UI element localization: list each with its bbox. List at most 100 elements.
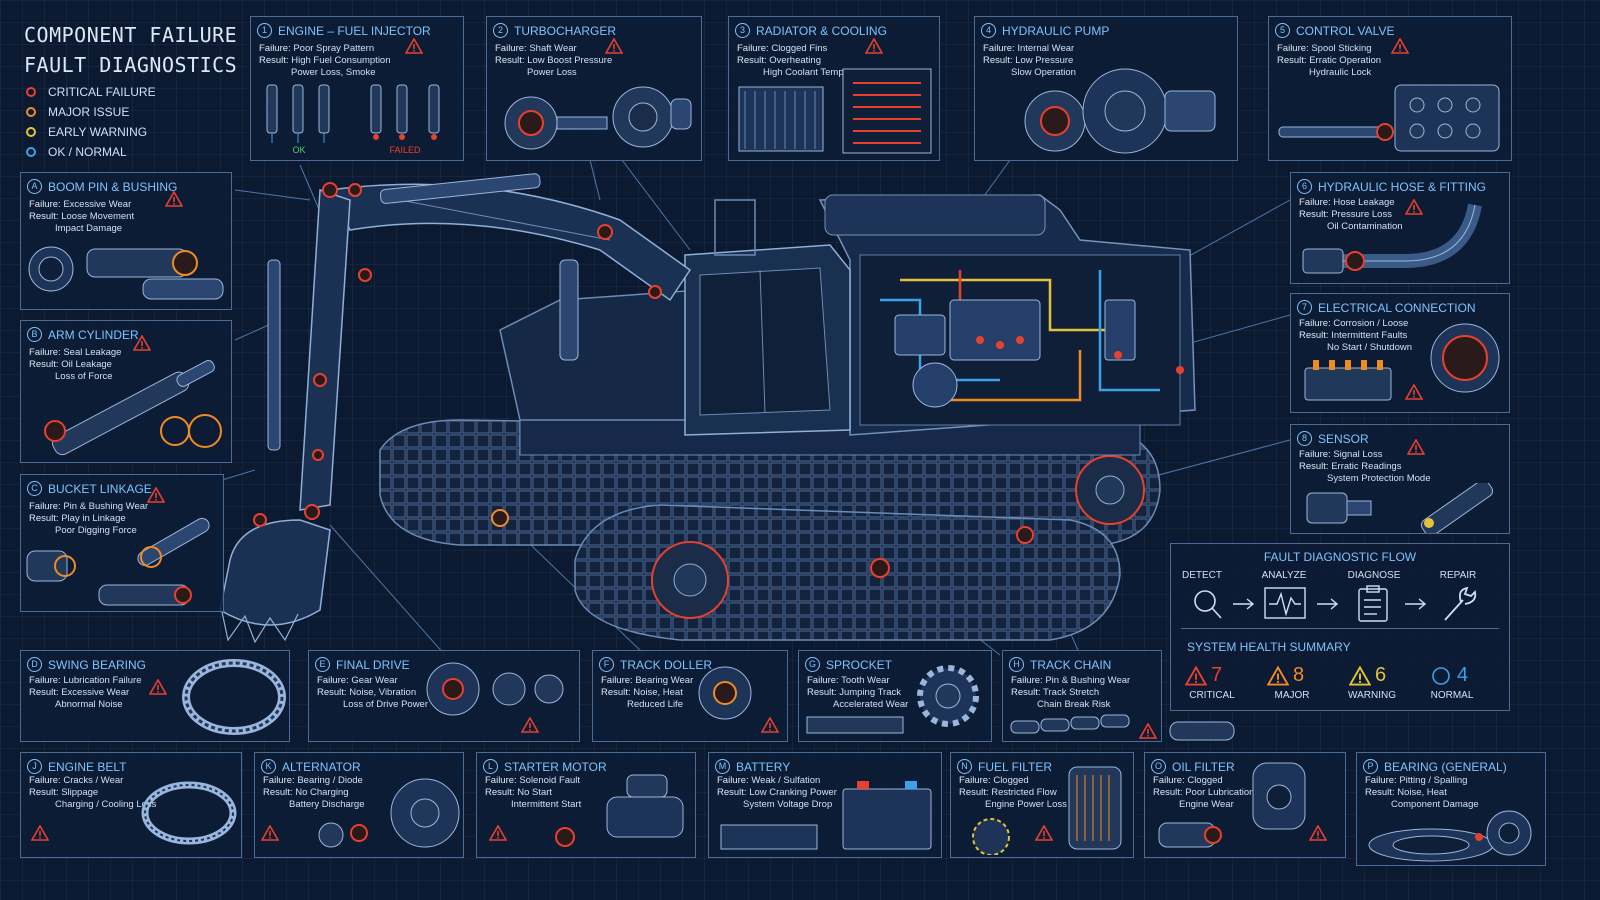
card-number-badge: 8 <box>1297 431 1312 446</box>
legend-item-warning: EARLY WARNING <box>26 122 156 142</box>
wrench-icon <box>1444 586 1477 621</box>
swing-bearing-illustration <box>182 659 286 735</box>
card-number-badge: D <box>27 657 42 672</box>
turbocharger-illustration <box>504 86 692 150</box>
hydraulic-hose-illustration <box>1302 203 1482 274</box>
warning-triangle-icon <box>261 825 279 841</box>
card-number-badge: M <box>715 759 730 774</box>
arrow-icon <box>1233 598 1255 610</box>
card-title: ALTERNATOR <box>282 759 361 774</box>
warning-label: WARNING <box>1348 690 1396 701</box>
warning-triangle-icon <box>761 717 779 733</box>
alternator-illustration <box>318 778 460 848</box>
warning-dot-icon <box>26 127 36 137</box>
warning-triangle-icon <box>133 335 151 351</box>
health-summary-title: SYSTEM HEALTH SUMMARY <box>1187 640 1351 654</box>
flow-title: FAULT DIAGNOSTIC FLOW <box>1263 550 1417 564</box>
legend-item-normal: OK / NORMAL <box>26 142 156 162</box>
card-title: TRACK DOLLER <box>620 657 713 672</box>
card-number-badge: P <box>1363 759 1378 774</box>
battery-illustration <box>720 781 932 850</box>
warning-triangle-icon <box>1405 384 1423 400</box>
normal-count: 4 <box>1457 664 1469 686</box>
flow-step-detect: DETECT <box>1182 570 1222 581</box>
warning-triangle-icon <box>405 38 423 54</box>
divider <box>1181 628 1499 629</box>
flow-step-analyze: ANALYZE <box>1261 570 1307 581</box>
warning-triangle-icon <box>31 825 49 841</box>
card-number-badge: J <box>27 759 42 774</box>
warning-triangle-icon <box>605 38 623 54</box>
critical-triangle-icon <box>1185 666 1207 686</box>
card-number-badge: C <box>27 481 42 496</box>
warning-triangle-icon <box>1407 439 1425 455</box>
fuel-filter-illustration <box>972 766 1122 855</box>
card-title: HYDRAULIC HOSE & FITTING <box>1318 179 1487 194</box>
track-chain-illustration <box>1010 714 1130 734</box>
flow-icons <box>1194 585 1477 622</box>
track-shoe-illustration <box>806 716 904 734</box>
card-number-badge: L <box>483 759 498 774</box>
legend-item-major: MAJOR ISSUE <box>26 102 156 122</box>
warning-triangle-icon <box>1309 825 1327 841</box>
arm-cylinder-illustration <box>44 360 222 456</box>
flow-step-repair: REPAIR <box>1439 570 1477 581</box>
card-number-badge: 4 <box>981 23 996 38</box>
page-title: COMPONENT FAILURE FAULT DIAGNOSTICS <box>24 23 238 77</box>
sensor-illustration <box>1306 483 1494 533</box>
warning-triangle-icon <box>149 679 167 695</box>
card-title: FINAL DRIVE <box>336 657 410 672</box>
card-number-badge: A <box>27 179 42 194</box>
bearing-illustration <box>1368 810 1532 862</box>
card-number-badge: 7 <box>1297 300 1312 315</box>
card-title: BUCKET LINKAGE <box>48 481 152 496</box>
card-title: STARTER MOTOR <box>504 759 607 774</box>
card-title: BATTERY <box>736 759 791 774</box>
card-number-badge: 1 <box>257 23 272 38</box>
card-number-badge: K <box>261 759 276 774</box>
arrow-icon <box>1405 598 1427 610</box>
card-title: TRACK CHAIN <box>1030 657 1112 672</box>
card-title: CONTROL VALVE <box>1296 23 1395 38</box>
critical-label: CRITICAL <box>1189 690 1235 701</box>
status-legend: CRITICAL FAILURE MAJOR ISSUE EARLY WARNI… <box>26 82 156 162</box>
card-number-badge: O <box>1151 759 1166 774</box>
normal-circle-icon <box>1432 667 1450 685</box>
major-label: MAJOR <box>1274 690 1310 701</box>
card-title: OIL FILTER <box>1172 759 1235 774</box>
card-title: ENGINE BELT <box>48 759 127 774</box>
warning-triangle-icon <box>1035 825 1053 841</box>
spare-pin-illustration <box>1169 721 1235 741</box>
clipboard-icon <box>1358 585 1388 622</box>
warning-triangle-icon <box>865 38 883 54</box>
card-number-badge: N <box>957 759 972 774</box>
card-number-badge: 5 <box>1275 23 1290 38</box>
card-number-badge: F <box>599 657 614 672</box>
card-title: FUEL FILTER <box>978 759 1053 774</box>
critical-dot-icon <box>26 87 36 97</box>
major-triangle-icon <box>1267 666 1289 686</box>
warning-triangle-icon <box>521 717 539 733</box>
flow-step-diagnose: DIAGNOSE <box>1347 570 1401 581</box>
track-roller-illustration <box>698 666 752 720</box>
warning-triangle-icon <box>1349 666 1371 686</box>
major-dot-icon <box>26 107 36 117</box>
card-title: TURBOCHARGER <box>514 23 617 38</box>
warning-triangle-icon <box>1139 723 1157 739</box>
card-number-badge: 2 <box>493 23 508 38</box>
warning-triangle-icon <box>1391 38 1409 54</box>
card-number-badge: G <box>805 657 820 672</box>
